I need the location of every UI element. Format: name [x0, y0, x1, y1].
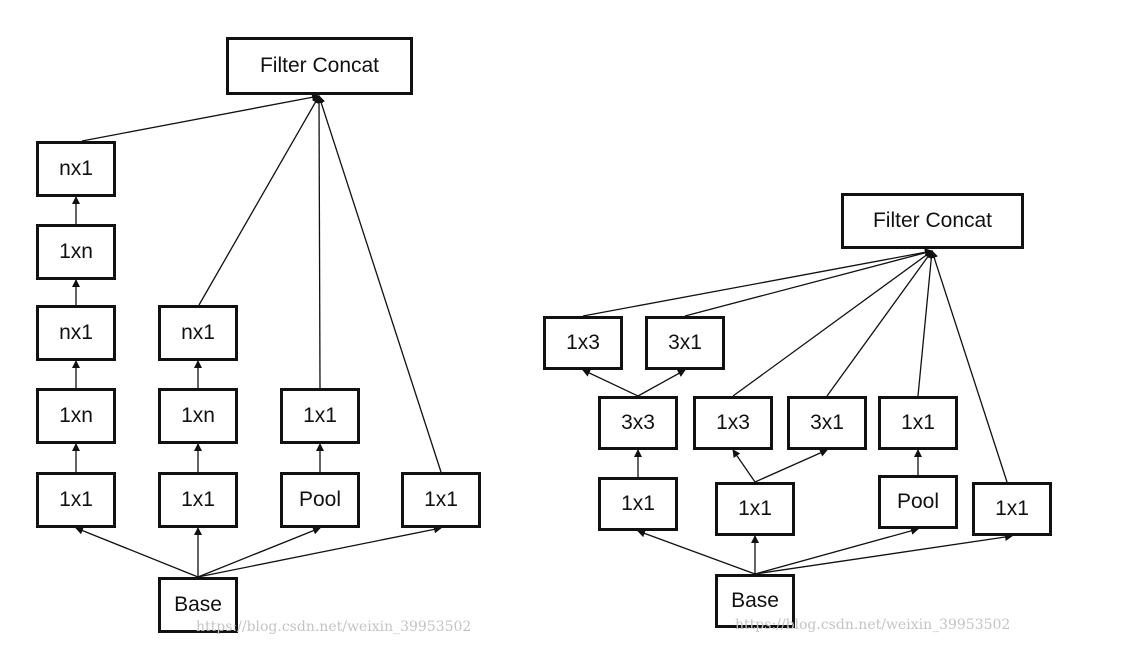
- right-b2-1x1: 1x1: [715, 482, 795, 536]
- edge-arrow: [637, 529, 756, 575]
- watermark-right: https://blog.csdn.net/weixin_39953502: [735, 617, 1011, 633]
- edge-arrow: [754, 527, 919, 575]
- right-b1-1x1: 1x1: [598, 477, 678, 531]
- edge-arrow: [684, 248, 933, 317]
- left-b2-1xn: 1xn: [158, 388, 238, 444]
- left-b3-pool: Pool: [280, 472, 360, 528]
- left-b1-1xn-upper: 1xn: [36, 224, 116, 280]
- edge-arrow: [732, 449, 756, 483]
- watermark-left: https://blog.csdn.net/weixin_39953502: [196, 619, 472, 635]
- edge-arrow: [582, 248, 933, 317]
- right-filter-concat: Filter Concat: [841, 193, 1024, 249]
- right-b3-pool: Pool: [878, 475, 958, 529]
- left-base: Base: [158, 577, 238, 633]
- edge-arrow: [732, 250, 933, 397]
- left-b1-1xn: 1xn: [36, 388, 116, 444]
- left-b2-1x1: 1x1: [158, 472, 238, 528]
- left-b1-nx1: nx1: [36, 305, 116, 361]
- edge-arrow: [317, 95, 442, 473]
- right-b1-1x3: 1x3: [543, 316, 623, 370]
- right-b3-1x1: 1x1: [878, 396, 958, 450]
- right-b4-1x1: 1x1: [972, 482, 1052, 536]
- edge-arrow: [754, 533, 1013, 575]
- edge-arrow: [917, 250, 936, 397]
- right-base: Base: [715, 574, 795, 628]
- right-b2-1x3: 1x3: [693, 396, 773, 450]
- edge-arrow: [754, 449, 828, 483]
- left-b2-nx1: nx1: [158, 305, 238, 361]
- edge-arrow: [826, 250, 933, 397]
- edge-arrow: [197, 526, 321, 578]
- left-b3-1x1: 1x1: [280, 388, 360, 444]
- edge-arrow: [75, 526, 199, 578]
- right-b1-3x3: 3x3: [598, 396, 678, 450]
- edge-arrow: [637, 369, 686, 397]
- edge-arrow: [198, 95, 320, 306]
- left-b1-nx1-top: nx1: [36, 141, 116, 197]
- right-b2-3x1: 3x1: [787, 396, 867, 450]
- right-b1-3x1: 3x1: [645, 316, 725, 370]
- left-filter-concat: Filter Concat: [226, 37, 413, 95]
- edge-arrow: [582, 369, 639, 397]
- left-b1-1x1: 1x1: [36, 472, 116, 528]
- edge-arrow: [81, 93, 320, 142]
- edge-arrow: [930, 250, 1008, 483]
- edge-arrow: [197, 525, 442, 578]
- left-b4-1x1: 1x1: [401, 472, 481, 528]
- edge-arrow: [315, 95, 324, 389]
